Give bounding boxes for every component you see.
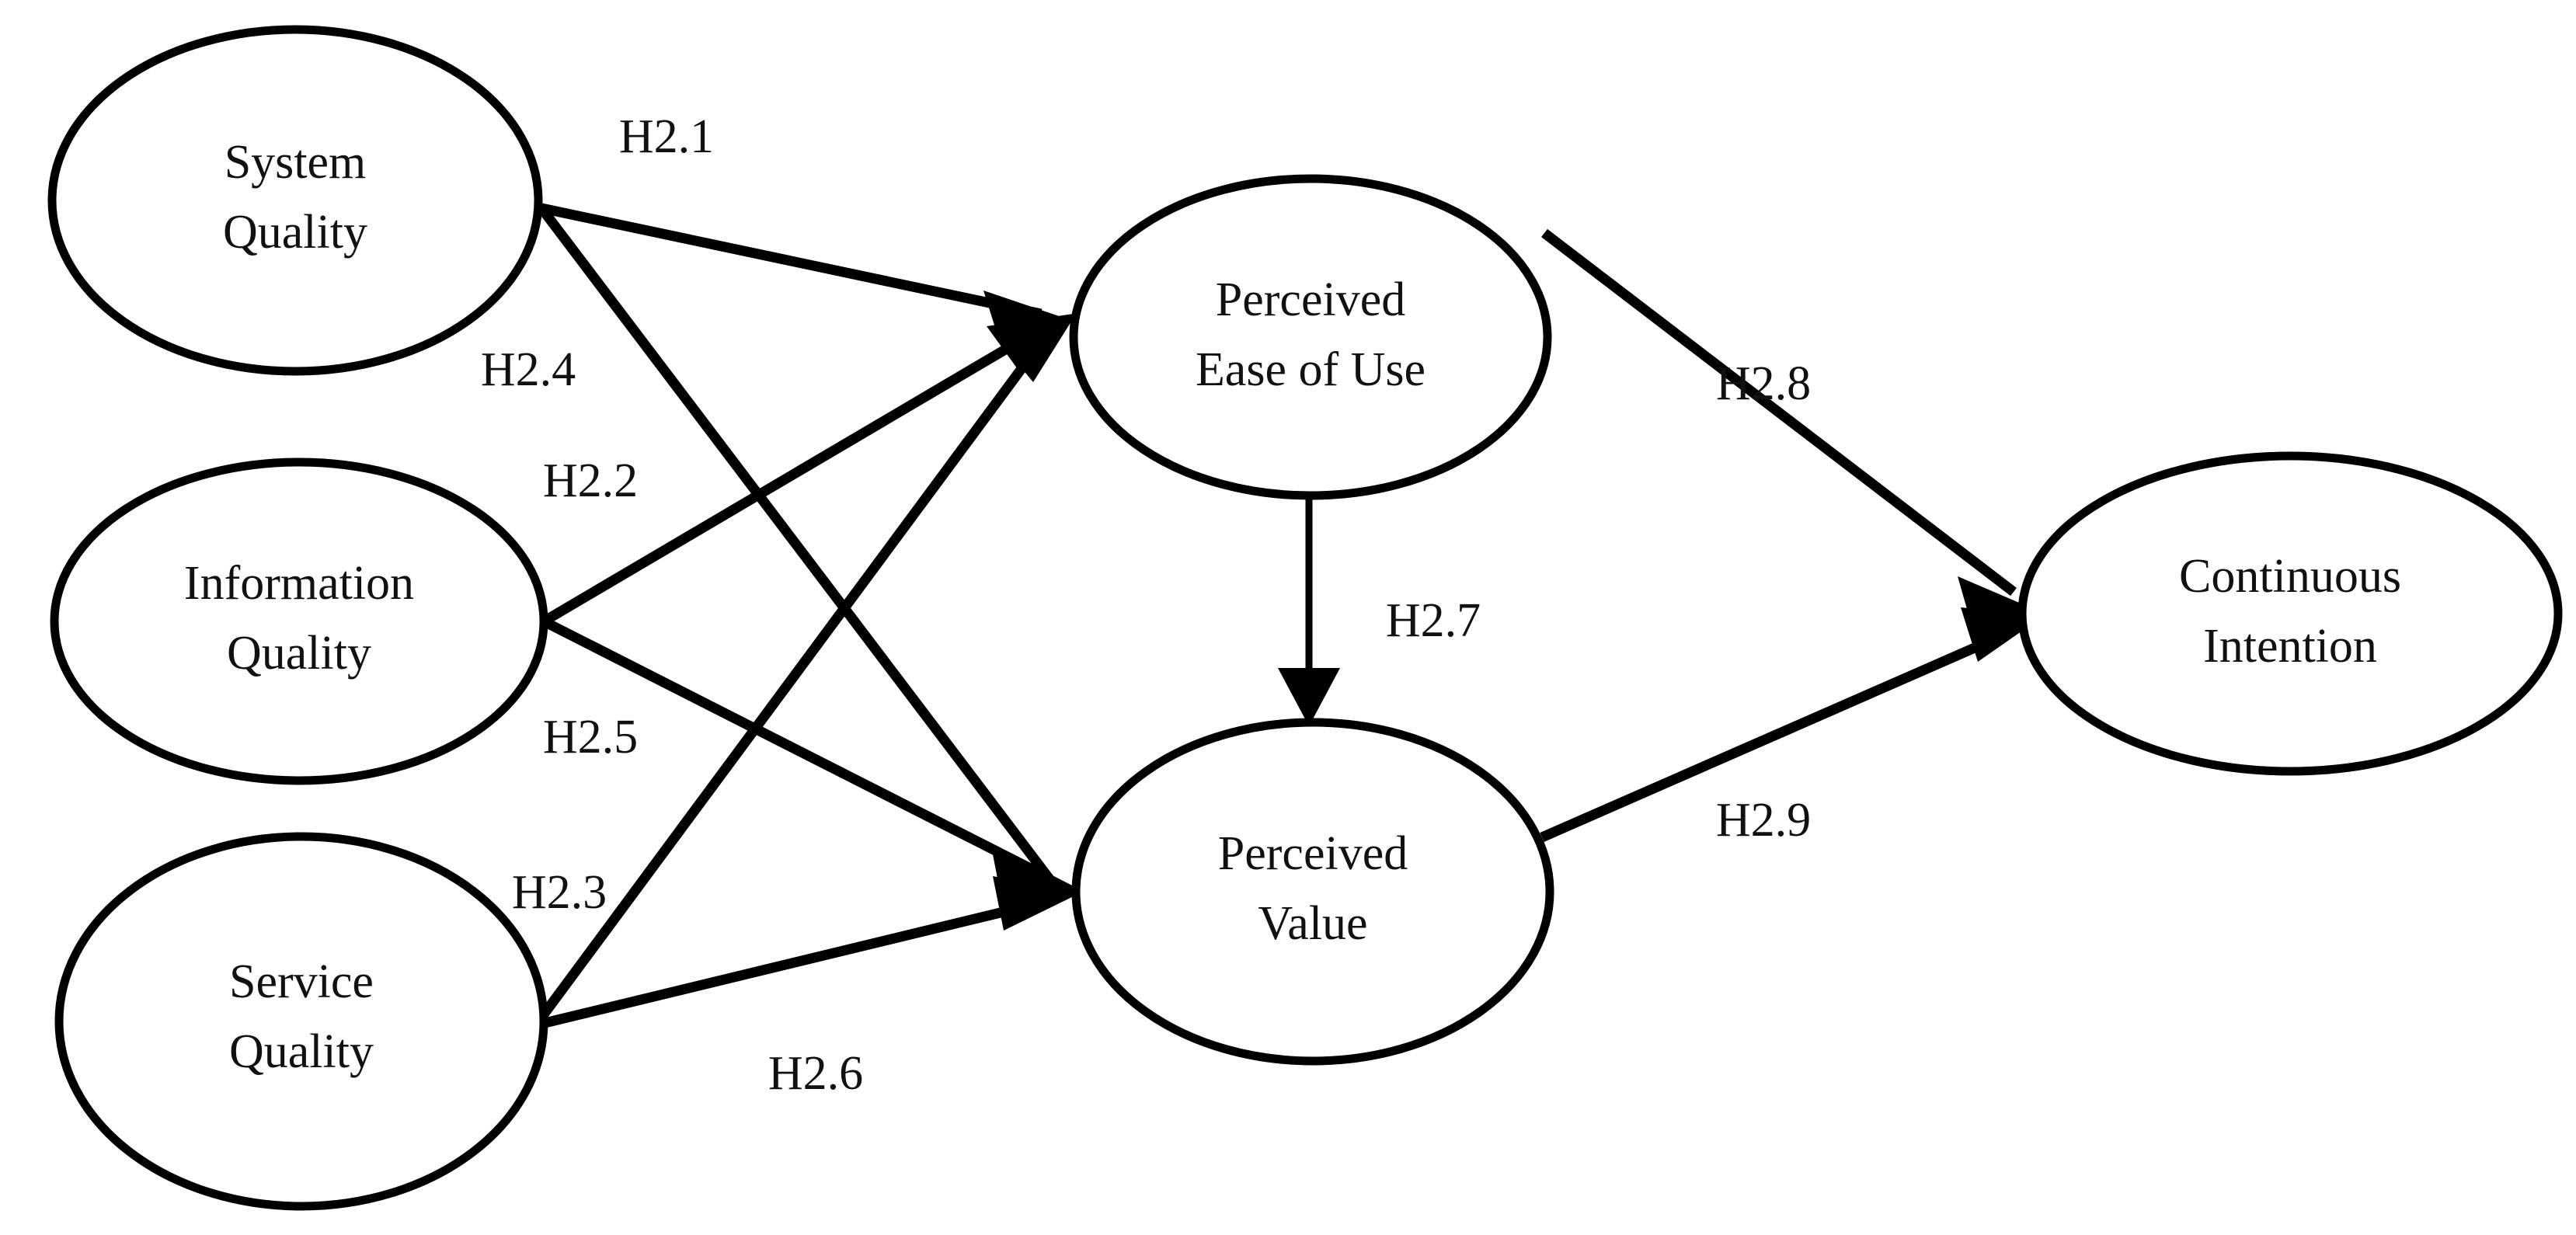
edge-label-h2-4: H2.4	[481, 343, 576, 396]
edge-h2-4-line	[537, 205, 1055, 883]
edge-h2-1-line	[540, 203, 1043, 319]
node-perceived-ease-of-use[interactable]: Perceived Ease of Use	[1069, 174, 1552, 500]
edge-h2-6: H2.6	[540, 876, 1080, 1100]
edge-h2-9-line	[1540, 626, 2016, 842]
node-perceived-ease-of-use-shape	[1069, 174, 1552, 500]
node-system-quality-label-line1: System	[225, 136, 367, 189]
edge-h2-5-line	[541, 617, 1051, 882]
edge-h2-4: H2.4	[481, 205, 1080, 903]
edge-h2-6-arrowhead	[993, 876, 1080, 931]
node-perceived-value-label-line1: Perceived	[1218, 827, 1408, 880]
node-continuous-intention-label-line1: Continuous	[2179, 550, 2401, 603]
edge-h2-7: H2.7	[1278, 497, 1481, 726]
edge-label-h2-9: H2.9	[1716, 794, 1811, 847]
node-perceived-ease-of-use-label-line2: Ease of Use	[1196, 343, 1426, 396]
node-system-quality-label-line2: Quality	[223, 206, 367, 259]
node-continuous-intention-label-line2: Intention	[2203, 620, 2377, 673]
node-perceived-ease-of-use-label-line1: Perceived	[1216, 273, 1405, 326]
node-information-quality-label-line1: Information	[184, 557, 414, 610]
edge-h2-2-line	[541, 322, 1048, 626]
edge-label-h2-6: H2.6	[768, 1047, 863, 1100]
node-information-quality[interactable]: Information Quality	[50, 457, 548, 785]
node-system-quality-shape	[47, 25, 543, 376]
edge-h2-8: H2.8	[1541, 228, 2045, 631]
edge-label-h2-1: H2.1	[619, 110, 714, 163]
edge-label-h2-7: H2.7	[1386, 594, 1481, 647]
node-service-quality-label-line2: Quality	[229, 1025, 374, 1078]
edge-label-h2-2: H2.2	[543, 454, 638, 507]
edge-label-h2-5: H2.5	[543, 711, 638, 764]
node-perceived-value-shape	[1071, 718, 1554, 1066]
node-information-quality-shape	[50, 457, 548, 785]
node-service-quality[interactable]: Service Quality	[54, 832, 548, 1211]
edge-h2-8-line	[1541, 228, 2017, 597]
node-service-quality-shape	[54, 832, 548, 1211]
node-perceived-value-label-line2: Value	[1258, 897, 1367, 950]
edge-h2-5: H2.5	[541, 617, 1080, 910]
node-continuous-intention-shape	[2017, 451, 2563, 776]
edge-label-h2-8: H2.8	[1716, 357, 1811, 410]
edge-h2-6-line	[540, 896, 1050, 1029]
edge-h2-2: H2.2	[541, 314, 1074, 626]
node-information-quality-label-line2: Quality	[227, 627, 371, 680]
node-continuous-intention[interactable]: Continuous Intention	[2017, 451, 2563, 776]
edge-h2-3: H2.3	[512, 315, 1075, 1021]
edge-h2-3-line	[537, 331, 1052, 1021]
edge-label-h2-3: H2.3	[512, 866, 607, 919]
edge-h2-3-arrowhead	[994, 315, 1075, 382]
node-perceived-value[interactable]: Perceived Value	[1071, 718, 1554, 1066]
edge-h2-9: H2.9	[1540, 607, 2045, 847]
node-system-quality[interactable]: System Quality	[47, 25, 543, 376]
edge-h2-7-arrowhead	[1278, 668, 1340, 726]
node-service-quality-label-line1: Service	[229, 955, 374, 1008]
